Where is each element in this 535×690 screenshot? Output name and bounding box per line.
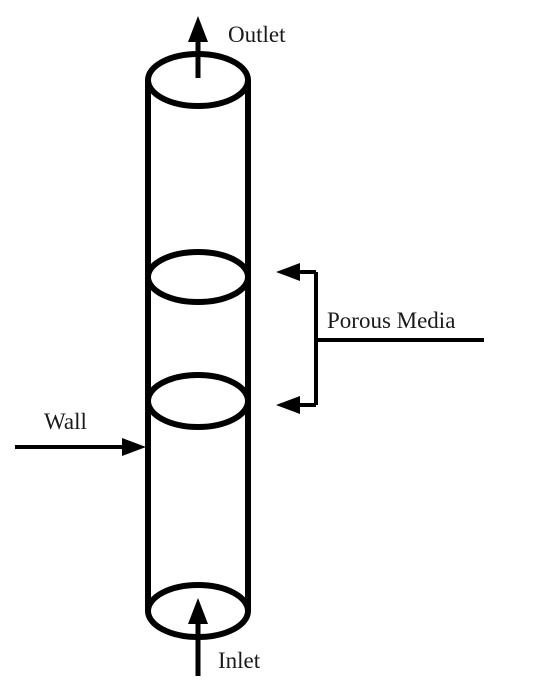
- wall-arrowhead: [122, 438, 146, 456]
- porous-media-bracket: [276, 263, 484, 414]
- inlet-arrow: [188, 598, 208, 676]
- outlet-arrow: [188, 16, 208, 78]
- outlet-arrowhead: [188, 16, 208, 42]
- inlet-arrowhead: [188, 598, 208, 624]
- porous-media-top-boundary: [145, 249, 251, 305]
- column-tube: [145, 51, 251, 640]
- inlet-label: Inlet: [218, 648, 261, 673]
- wall-arrow: [15, 438, 146, 456]
- porous-media-top-arrowhead: [276, 263, 300, 281]
- porous-media-bottom-arrowhead: [276, 396, 300, 414]
- wall-label: Wall: [44, 409, 87, 434]
- outlet-label: Outlet: [228, 22, 286, 47]
- porous-media-bottom-boundary: [145, 372, 251, 430]
- porous-media-label: Porous Media: [327, 308, 455, 333]
